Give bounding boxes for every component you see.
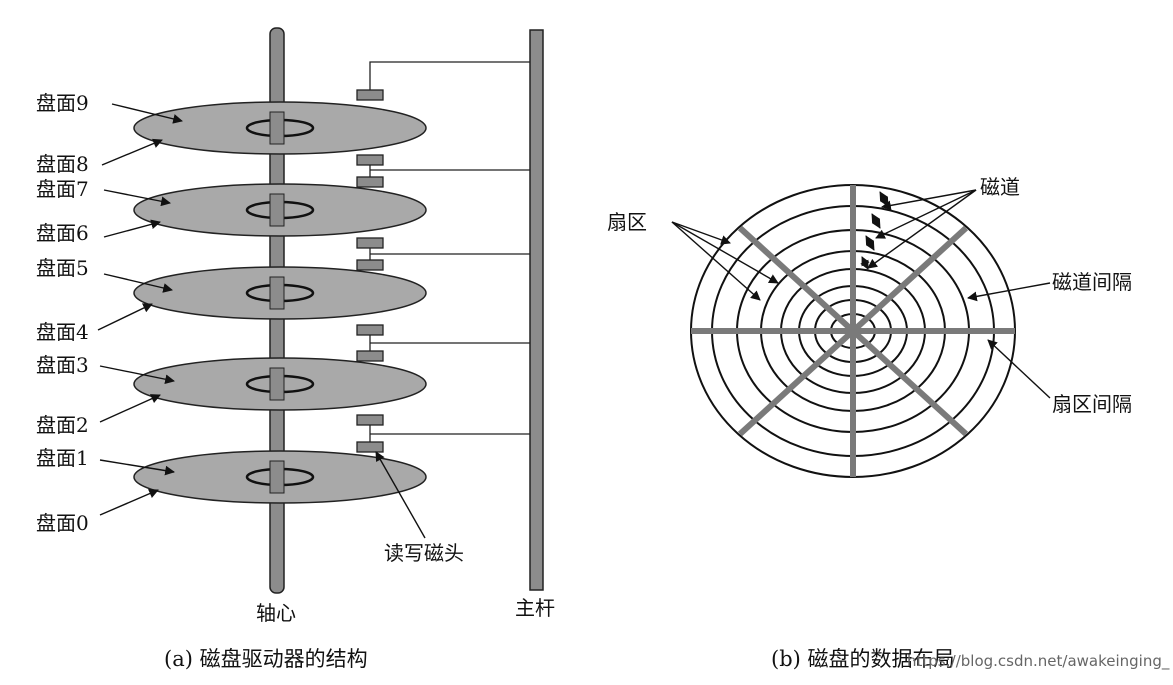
layout-label-arrows [671,189,1051,399]
platter [133,450,427,504]
read-write-head [356,324,384,336]
sector-gap-label: 扇区间隔 [1052,392,1132,416]
platter-label-arrows [97,103,426,539]
platter-label: 盘面3 [36,353,89,377]
sector-label: 扇区 [607,210,647,234]
figure-b-caption: (b) 磁盘的数据布局 [771,647,955,671]
watermark: https://blog.csdn.net/awakeinging_ [907,652,1170,671]
main-arm [529,29,544,591]
read-write-head-label: 读写磁头 [384,541,464,565]
platter-label: 盘面1 [36,446,89,470]
read-write-head [356,176,384,188]
sector-gaps [691,185,1015,477]
platter-label: 盘面8 [36,152,89,176]
platter-label: 盘面9 [36,91,89,115]
sector-gap [737,225,969,437]
platter-label: 盘面7 [36,177,89,201]
platter-label: 盘面4 [36,320,89,344]
platter-label: 盘面5 [36,256,89,280]
read-write-heads [356,89,384,453]
platter-labels: 盘面9 盘面8 盘面7 盘面6 盘面5 盘面4 盘面3 盘面2 盘面1 盘面0 [36,91,89,535]
read-write-head [356,441,384,453]
read-write-head [356,259,384,271]
read-write-head [356,350,384,362]
platter [133,183,427,237]
platter-label: 盘面2 [36,413,89,437]
read-write-head [356,414,384,426]
track-label: 磁道 [980,175,1020,199]
platter [133,357,427,411]
read-write-head [356,237,384,249]
track-width-arrows [860,191,889,270]
read-write-head [356,154,384,166]
track-gap-label: 磁道间隔 [1052,270,1132,294]
disk-data-layout: 扇区 磁道 磁道间隔 扇区间隔 (b) 磁盘的数据布局 [607,175,1132,671]
main-arm-label: 主杆 [515,596,555,620]
figure-a-caption: (a) 磁盘驱动器的结构 [164,647,368,671]
spindle-label: 轴心 [256,601,296,625]
read-write-head [356,89,384,101]
platter [133,266,427,320]
platter-label: 盘面6 [36,221,89,245]
platter-label: 盘面0 [36,511,89,535]
platter [133,101,427,155]
drive-structure: 盘面9 盘面8 盘面7 盘面6 盘面5 盘面4 盘面3 盘面2 盘面1 盘面0 … [36,27,555,671]
